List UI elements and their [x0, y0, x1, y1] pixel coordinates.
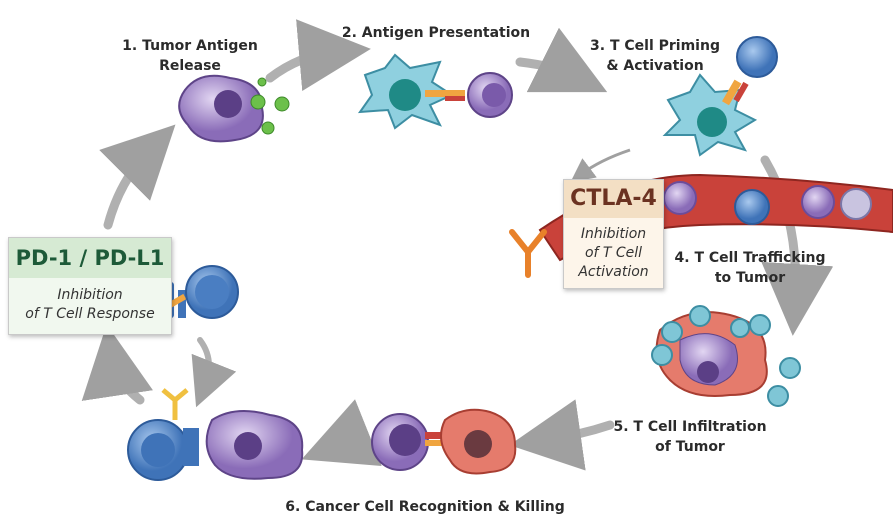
step-3-line-2: & Activation — [606, 58, 704, 74]
step-4-line-1: 4. T Cell Trafficking — [674, 250, 826, 266]
antigen-presentation-cells — [357, 53, 513, 130]
cancer-cell-killing — [371, 408, 517, 475]
step-1-line-1: 1. Tumor Antigen — [122, 38, 258, 54]
step-4-line-2: to Tumor — [714, 270, 786, 286]
arrow-to-pd1 — [81, 324, 153, 405]
pd1-pdl1-checkpoint-box: PD-1 / PD-L1 Inhibition of T Cell Respons… — [8, 237, 172, 335]
arrow-2-3 — [515, 27, 608, 93]
tumor-infiltration — [651, 305, 801, 407]
step-2-label: 2. Antigen Presentation — [342, 23, 530, 43]
ctla4-arrow — [570, 148, 631, 183]
pd1-pdl1-interaction — [127, 388, 304, 481]
t-cell-priming-cells — [662, 36, 778, 157]
infiltrating-t-cells — [651, 305, 801, 407]
ctla4-description-line-3: Activation — [578, 264, 649, 280]
ctla4-description-line-2: of T Cell — [584, 245, 643, 261]
step-3-label: 3. T Cell Priming & Activation — [590, 36, 720, 76]
antigen-particles — [250, 77, 290, 135]
step-6-label: 6. Cancer Cell Recognition & Killing — [285, 497, 564, 517]
antibody-icon — [509, 229, 547, 278]
ctla4-title: CTLA-4 — [564, 180, 663, 218]
step-1-line-2: Release — [159, 58, 221, 74]
arrow-6-loop — [301, 399, 382, 467]
pd1-description-line-1: Inhibition — [57, 287, 123, 303]
step-5-line-1: 5. T Cell Infiltration — [613, 419, 767, 435]
pd1-description-line-2: of T Cell Response — [25, 306, 155, 322]
pd1-title: PD-1 / PD-L1 — [9, 238, 171, 278]
step-3-line-1: 3. T Cell Priming — [590, 38, 720, 54]
antibody-icon — [161, 388, 189, 420]
arrow-5-6 — [509, 399, 615, 471]
step-2-line-1: 2. Antigen Presentation — [341, 25, 531, 41]
vessel-cells — [663, 181, 872, 225]
step-5-label: 5. T Cell Infiltration of Tumor — [613, 417, 766, 457]
step-6-line-1: 6. Cancer Cell Recognition & Killing — [285, 499, 565, 515]
arrow-1-2 — [265, 19, 371, 91]
arrow-pd1-down — [191, 337, 237, 408]
arrow-to-release — [99, 124, 176, 230]
step-5-line-2: of Tumor — [655, 439, 725, 455]
pd1-description: Inhibition of T Cell Response — [9, 278, 171, 334]
step-4-label: 4. T Cell Trafficking to Tumor — [675, 248, 826, 288]
tumor-cell-antigen-release — [178, 74, 290, 143]
ctla4-description-line-1: Inhibition — [580, 226, 647, 242]
